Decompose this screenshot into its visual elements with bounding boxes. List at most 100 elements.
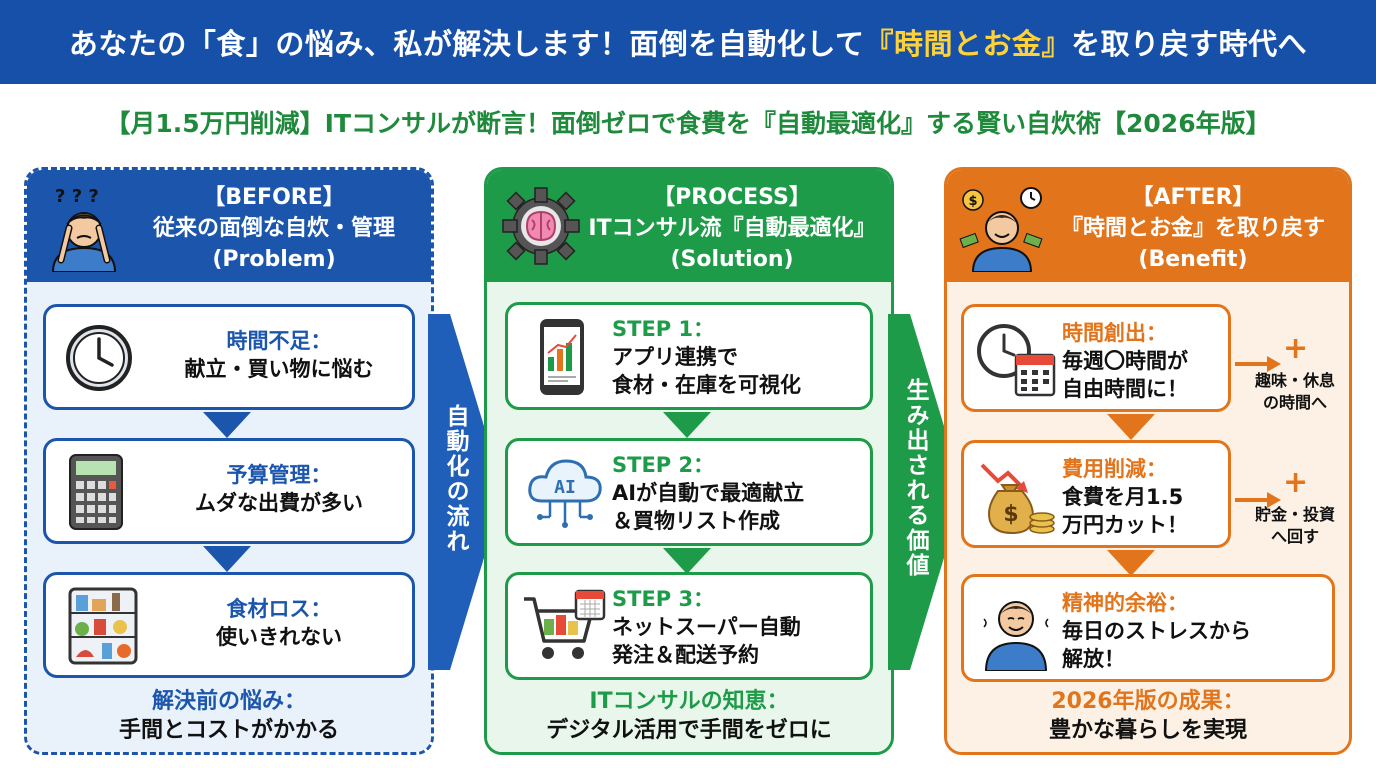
after-head-line-3: (Benefit) xyxy=(1138,247,1248,272)
after-footer-title: 2026年版の成果： xyxy=(1051,689,1245,714)
process-head-line-2: ITコンサル流『自動最適化』 xyxy=(588,216,876,241)
before-card-1-title: 時間不足： xyxy=(226,329,332,353)
process-step-3-title: STEP 3： xyxy=(612,587,715,611)
process-step-2-line-2: ＆買物リスト作成 xyxy=(612,509,780,533)
after-side-2-line-1: 貯金・投資 xyxy=(1254,505,1335,524)
down-arrow xyxy=(203,546,251,572)
after-footer: 2026年版の成果： 豊かな暮らしを実現 xyxy=(947,687,1349,745)
dollar-sign: $ xyxy=(968,194,977,209)
after-card-3-title: 精神的余裕： xyxy=(1062,591,1188,615)
after-card-time: 時間創出： 毎週〇時間が 自由時間に！ xyxy=(961,304,1231,412)
after-card-mind: 精神的余裕： 毎日のストレスから 解放！ xyxy=(961,574,1335,682)
before-head-line-3: (Problem) xyxy=(212,247,336,272)
process-step-2-line-1: AIが自動で最適献立 xyxy=(612,481,805,505)
after-card-3-line-1: 毎日のストレスから xyxy=(1062,619,1251,643)
svg-text:? ? ?: ? ? ? xyxy=(55,186,99,207)
after-head-line-2: 『時間とお金』を取り戻す xyxy=(1060,216,1325,241)
flow-arrow-2 xyxy=(888,314,964,670)
down-arrow xyxy=(663,548,711,574)
after-side-2: 貯金・投資 へ回す xyxy=(1237,504,1349,548)
after-card-3-line-2: 解放！ xyxy=(1062,647,1125,671)
process-body: STEP 1： アプリ連携で 食材・在庫を可視化 AI STEP 2： AIが自… xyxy=(487,282,891,752)
before-body: 時間不足： 献立・買い物に悩む 予算管理： ムダな出費が多い xyxy=(27,282,431,752)
process-step-3-line-2: 発注＆配送予約 xyxy=(612,643,759,667)
down-arrow xyxy=(203,412,251,438)
confused-person-icon: ? ? ? xyxy=(51,186,117,272)
process-step-1-title: STEP 1： xyxy=(612,317,715,341)
process-step-2: AI STEP 2： AIが自動で最適献立 ＆買物リスト作成 xyxy=(505,438,873,546)
before-card-2-title: 予算管理： xyxy=(226,463,332,487)
banner-highlight: 『時間とお金』 xyxy=(864,27,1072,61)
after-body: 時間創出： 毎週〇時間が 自由時間に！ $ 費用削減： 食費を月1.5 万円カッ… xyxy=(947,282,1349,752)
gear-brain-icon xyxy=(502,187,580,265)
banner: あなたの「食」の悩み、私が解決します！面倒を自動化して『時間とお金』を取り戻す時… xyxy=(0,0,1376,84)
down-arrow xyxy=(1107,550,1155,576)
process-footer-text: デジタル活用で手間をゼロに xyxy=(546,718,832,743)
after-column: $ 【AFTER】 『時間とお金』を取り戻す (Benefit) xyxy=(944,167,1352,755)
relaxed-person-icon xyxy=(983,601,1049,671)
banner-text-1: あなたの「食」の悩み、私が解決します！面倒を自動化して xyxy=(68,27,865,61)
fridge-icon xyxy=(68,587,138,665)
after-card-1-line-1: 毎週〇時間が xyxy=(1062,349,1188,373)
process-step-1: STEP 1： アプリ連携で 食材・在庫を可視化 xyxy=(505,302,873,410)
before-footer-text: 手間とコストがかかる xyxy=(118,718,339,743)
phone-chart-icon xyxy=(540,319,584,395)
after-side-1: 趣味・休息 の時間へ xyxy=(1237,370,1349,414)
process-footer: ITコンサルの知恵： デジタル活用で手間をゼロに xyxy=(487,687,891,745)
before-card-2-text: ムダな出費が多い xyxy=(195,491,363,515)
process-step-3-line-1: ネットスーパー自動 xyxy=(612,615,801,639)
money-bag-icon: $ xyxy=(980,463,1055,535)
after-card-1-line-2: 自由時間に！ xyxy=(1062,377,1188,401)
ai-label: AI xyxy=(554,477,576,498)
flow-arrow-1 xyxy=(428,314,504,670)
clock-icon xyxy=(66,325,132,391)
before-card-3-title: 食材ロス： xyxy=(226,597,332,621)
process-step-3: STEP 3： ネットスーパー自動 発注＆配送予約 xyxy=(505,572,873,680)
before-header: ? ? ? 【BEFORE】 従来の面倒な自炊・管理 (Problem) xyxy=(27,170,431,282)
process-step-1-line-2: 食材・在庫を可視化 xyxy=(612,373,801,397)
dollar-sign: $ xyxy=(1003,502,1018,527)
banner-text-2: を取り戻す時代へ xyxy=(1071,27,1308,61)
plus-icon: + xyxy=(1283,331,1309,366)
before-card-3-text: 使いきれない xyxy=(216,625,342,649)
after-side-1-line-1: 趣味・休息 xyxy=(1254,371,1335,390)
before-footer: 解決前の悩み： 手間とコストがかかる xyxy=(27,687,431,745)
before-column: ? ? ? 【BEFORE】 従来の面倒な自炊・管理 (Problem) 時間不… xyxy=(24,167,434,755)
right-arrow-icon xyxy=(1235,356,1281,372)
after-card-2-title: 費用削減： xyxy=(1062,457,1167,481)
before-card-time: 時間不足： 献立・買い物に悩む xyxy=(43,304,415,410)
before-card-budget: 予算管理： ムダな出費が多い xyxy=(43,438,415,544)
process-step-1-line-1: アプリ連携で xyxy=(612,345,738,369)
after-card-2-line-2: 万円カット！ xyxy=(1062,513,1188,537)
before-card-loss: 食材ロス： 使いきれない xyxy=(43,572,415,678)
process-head-line-1: 【PROCESS】 xyxy=(653,185,811,210)
after-card-cost: $ 費用削減： 食費を月1.5 万円カット！ xyxy=(961,440,1231,548)
process-step-2-title: STEP 2： xyxy=(612,453,715,477)
after-head-line-1: 【AFTER】 xyxy=(1131,185,1255,210)
after-header: $ 【AFTER】 『時間とお金』を取り戻す (Benefit) xyxy=(947,170,1349,282)
right-arrow-icon xyxy=(1235,492,1281,508)
before-card-1-text: 献立・買い物に悩む xyxy=(184,357,374,381)
process-column: 【PROCESS】 ITコンサル流『自動最適化』 (Solution) STEP… xyxy=(484,167,894,755)
flow-label-1: 自動化の流れ xyxy=(442,404,468,554)
process-footer-title: ITコンサルの知恵： xyxy=(589,689,789,714)
plus-icon: + xyxy=(1283,465,1309,500)
before-footer-title: 解決前の悩み： xyxy=(151,689,306,714)
after-card-1-title: 時間創出： xyxy=(1062,321,1167,345)
cart-calendar-icon xyxy=(524,589,606,659)
ai-cloud-icon: AI xyxy=(528,459,602,528)
clock-calendar-icon xyxy=(977,324,1056,397)
down-arrow xyxy=(1107,414,1155,440)
flow-label-2: 生み出される価値 xyxy=(902,378,928,578)
process-header: 【PROCESS】 ITコンサル流『自動最適化』 (Solution) xyxy=(487,170,891,282)
after-card-2-line-1: 食費を月1.5 xyxy=(1062,485,1184,509)
happy-person-icon: $ xyxy=(959,187,1043,272)
before-head-line-2: 従来の面倒な自炊・管理 xyxy=(152,216,395,241)
process-head-line-3: (Solution) xyxy=(670,247,794,272)
down-arrow xyxy=(663,412,711,438)
before-head-line-1: 【BEFORE】 xyxy=(203,185,345,210)
after-side-1-line-2: の時間へ xyxy=(1262,393,1327,412)
subtitle: 【月1.5万円削減】ITコンサルが断言！面倒ゼロで食費を『自動最適化』する賢い自… xyxy=(105,109,1271,138)
after-side-2-line-2: へ回す xyxy=(1270,527,1319,546)
after-footer-text: 豊かな暮らしを実現 xyxy=(1048,718,1247,743)
